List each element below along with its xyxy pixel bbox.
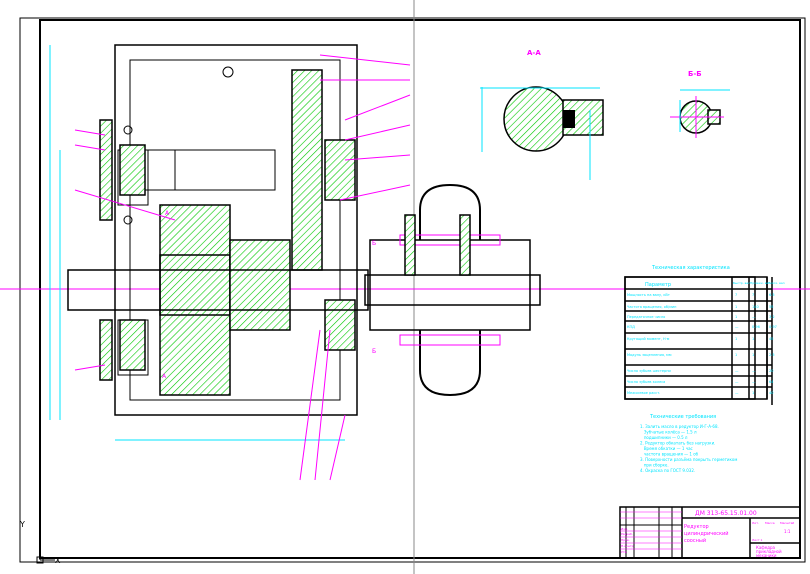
table-cell: 1 [735,315,737,319]
table-cell: — [735,369,739,373]
table-cell: Межосевое расст. [627,391,660,395]
note-line: частота вращения — 1 об [640,452,699,457]
drawing-name: Редуктор [684,524,709,530]
table-cell: Передаточное число [627,315,665,319]
table-header: Промеж. вал [750,281,770,285]
org-name: механики [756,553,777,558]
table-cell: 140 [752,305,759,309]
table-cell: — [735,325,739,329]
table-cell: 40 [769,391,773,395]
table-cell: 55 [769,305,773,309]
note-line: 4. Окраска по ГОСТ 9.032. [640,468,695,473]
role-label: Утв. [621,550,627,554]
table-cell: — [735,380,739,384]
note-line: 2. Редуктор обкатать без нагрузки. [640,441,715,446]
tech-characteristics-table: Техническая характеристика Параметр Быст… [624,265,785,405]
note-line: Зубчатые колёса — 1.5 л [640,430,697,435]
leader-lines [74,54,411,481]
bearing [324,139,356,201]
title-block: ДМ 313-65.15.01.00 Редуктор цилиндрическ… [619,506,801,559]
table-cell: — [752,380,756,384]
drawing-name: цилиндрический [684,530,729,537]
table-cell: 3.2 [769,315,775,319]
table-cell: 0.97 [769,325,777,329]
col-label: Масштаб [780,521,794,525]
section-a-label: А-А [527,49,541,57]
gear-wheel-large [159,204,231,396]
table-cell: 1 [752,391,754,395]
note-line: 1. Залить масло в редуктор И-Г-А-68. [640,424,719,429]
table-cell: 45 [769,337,773,341]
table-header: Тихох. вал [767,281,785,285]
table-cell: 1 [735,305,737,309]
org-name: прикладной [756,549,782,554]
table-cell: КПД [627,325,635,329]
role-label: Разраб. [621,532,633,536]
table-header: Параметр [645,282,671,288]
col-label: Масса [765,521,775,525]
scale-value: 1:1 [784,529,791,534]
role-label: Изм. [621,527,628,531]
bearing [324,299,356,351]
section-mark: Б [372,348,376,355]
table-cell: 7 [735,293,737,297]
table-cell: — [752,369,756,373]
section-a-a: А-А [480,49,604,180]
drawing-designation: ДМ 313-65.15.01.00 [695,510,757,517]
table-cell: — [752,315,756,319]
table-cell: Частота вращения, об/мин [627,305,676,309]
table-cell: 64 [769,380,774,384]
section-b-b: Б-Б [670,70,730,138]
table-cell: 1 [752,353,754,357]
note-line: подшипники — 0.5 л [640,435,688,440]
axis-x-label: X [55,556,61,565]
sheet-label: Лист 1 [752,538,763,542]
table-cell: 6.5 [769,293,775,297]
table-cell: — [735,391,739,395]
table-cell: 20 [769,369,773,373]
note-line: 3. Поверхности разъёма покрыть герметико… [640,457,737,462]
section-mark: Б [372,240,376,247]
table-cell: 1 [735,353,737,357]
note-line: при сборке. [640,463,669,468]
gear-wheel [291,69,323,271]
table-cell: Модуль зацепления, мм [627,353,672,357]
table-title: Техническая характеристика [651,265,730,271]
coupling [364,183,541,397]
role-label: Пров. [621,538,630,542]
table-header: Быстр. вал [733,281,750,285]
shaft [67,269,369,311]
role-label: Н.контр. [621,544,634,548]
table-cell: 1 [735,337,737,341]
table-cell: Число зубьев шестерни [627,369,671,373]
axis-y-label: Y [19,520,25,529]
bearing [119,319,146,371]
note-line: Время обкатки — 1 час [640,446,693,451]
technical-requirements: Технические требования 1. Залить масло в… [640,414,737,473]
table-cell: Мощность на валу, кВт [627,293,670,297]
section-mark: А [162,373,167,380]
col-label: Лит. [752,521,759,525]
table-cell: 7 [752,293,754,297]
table-cell: Число зубьев колеса [627,380,665,384]
notes-title: Технические требования [649,414,716,420]
table-cell: 1 [752,337,754,341]
org-name: Кафедра [756,545,775,550]
section-b-label: Б-Б [688,70,702,78]
ucs-axis-icon: Y X [19,520,61,565]
table-cell: 2.5 [769,353,775,357]
bearing [119,144,146,196]
gearbox-housing [49,44,369,441]
drawing-name: соосный [684,537,706,544]
table-cell: Крутящий момент, Н·м [627,337,670,341]
table-cell: 0.96 [752,325,760,329]
section-mark: А [165,210,170,217]
